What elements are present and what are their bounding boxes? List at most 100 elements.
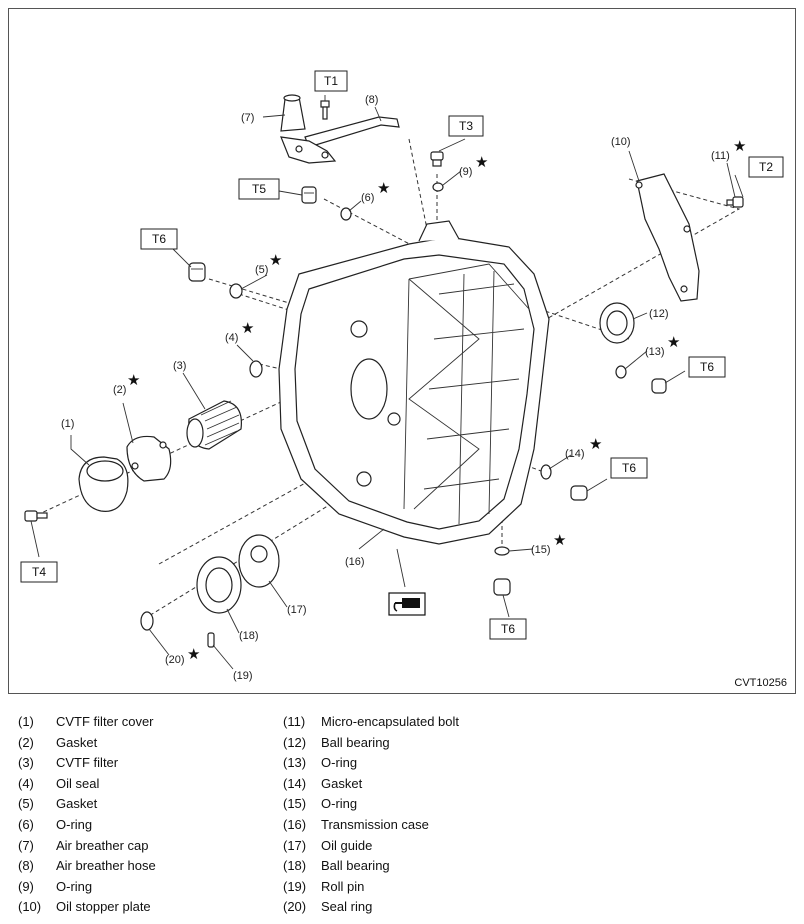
legend-number: (11) — [283, 714, 306, 729]
star-2: ★ — [127, 372, 140, 389]
cvtf-filter-cover — [78, 456, 129, 512]
o-ring-9 — [432, 182, 444, 192]
ball-bearing-12 — [599, 302, 635, 344]
star-13: ★ — [667, 334, 680, 351]
callout-14: (14) — [565, 448, 585, 460]
legend-item: (17)Oil guide — [283, 836, 459, 857]
callout-17: (17) — [287, 604, 307, 616]
air-breather-cap — [280, 94, 306, 132]
legend-name: Seal ring — [321, 899, 373, 915]
legend-column-left: (1)CVTF filter cover (2)Gasket (3) CVTF f… — [18, 712, 156, 918]
legend-name: Air breather hose — [56, 858, 156, 874]
legend-name: O-ring — [56, 878, 93, 894]
legend-number: (1) — [18, 714, 34, 729]
legend-item: (20)Seal ring — [283, 897, 459, 918]
legend-column-right: (11)Micro-encapsulated bolt (12) Ball bea… — [283, 712, 459, 918]
legend-name: O-ring — [56, 816, 93, 832]
torque-label-t1: T1 — [324, 74, 338, 88]
legend-name: Oil guide — [321, 837, 373, 853]
legend-number: (10) — [18, 899, 42, 915]
torque-label-t3: T3 — [459, 119, 473, 133]
legend-item: (2)Gasket — [18, 733, 156, 754]
plug-t3 — [430, 151, 444, 167]
legend-number: (12) — [283, 734, 307, 750]
legend-number: (3) — [18, 755, 34, 771]
star-6: ★ — [377, 180, 390, 197]
gasket-5 — [229, 283, 243, 299]
gasket-2 — [126, 435, 172, 482]
legend-item: (19)Roll pin — [283, 877, 459, 898]
cvtf-filter — [186, 400, 242, 450]
torque-label-t5: T5 — [252, 182, 266, 196]
callout-16: (16) — [345, 556, 365, 568]
torque-box-t1: T1 — [314, 70, 348, 92]
legend-item: (16)Transmission case — [283, 815, 459, 836]
torque-label-t4: T4 — [32, 565, 46, 579]
legend-name: Oil stopper plate — [56, 899, 151, 915]
callout-7: (7) — [241, 112, 254, 124]
legend-number: (7) — [18, 837, 34, 853]
legend-item: (3) CVTF filter — [18, 753, 156, 774]
legend-name: Ball bearing — [321, 734, 390, 750]
o-ring-15 — [494, 546, 510, 556]
legend-name: O-ring — [321, 796, 358, 812]
torque-box-t2: T2 — [748, 156, 784, 178]
legend-item: (10) Oil stopper plate — [18, 897, 156, 918]
transmission-case — [278, 220, 550, 545]
seal-ring — [140, 611, 154, 631]
plug-t6-bottom — [493, 578, 511, 596]
legend-number: (8) — [18, 858, 34, 874]
legend-name: Oil seal — [56, 775, 100, 791]
torque-box-t6-right-upper: T6 — [688, 356, 726, 378]
callout-13: (13) — [645, 346, 665, 358]
legend-name: Transmission case — [321, 816, 429, 832]
torque-label-t6-bottom: T6 — [501, 622, 515, 636]
torque-label-t6-right-lower: T6 — [622, 461, 636, 475]
star-11: ★ — [733, 138, 746, 155]
legend-number: (15) — [283, 796, 307, 812]
torque-box-t4: T4 — [20, 561, 58, 583]
legend-item: (1)CVTF filter cover — [18, 712, 156, 733]
callout-5: (5) — [255, 264, 268, 276]
legend-item: (7)Air breather cap — [18, 836, 156, 857]
legend-number: (14) — [283, 775, 307, 791]
oil-guide — [238, 534, 280, 588]
plug-t5 — [301, 186, 317, 204]
star-14: ★ — [589, 436, 602, 453]
legend-number: (5) — [18, 796, 34, 812]
gasket-14 — [540, 464, 552, 480]
legend-item: (4) Oil seal — [18, 774, 156, 795]
legend-item: (8) Air breather hose — [18, 856, 156, 877]
callout-18: (18) — [239, 630, 259, 642]
callout-9: (9) — [459, 166, 472, 178]
legend-number: (6) — [18, 816, 34, 832]
oil-stopper-plate — [635, 173, 700, 302]
callout-12: (12) — [649, 308, 669, 320]
torque-box-t6-right-lower: T6 — [610, 457, 648, 479]
legend-number: (4) — [18, 775, 34, 791]
torque-label-t6-right-upper: T6 — [700, 360, 714, 374]
callout-11: (11) — [711, 150, 730, 162]
sealant-symbol — [388, 548, 426, 616]
legend-name: Gasket — [321, 775, 363, 791]
oil-seal — [249, 360, 263, 378]
legend-item: (11)Micro-encapsulated bolt — [283, 712, 459, 733]
legend-item: (14) Gasket — [283, 774, 459, 795]
torque-box-t5: T5 — [238, 178, 280, 200]
torque-box-t6-bottom: T6 — [489, 618, 527, 640]
plug-t6-left — [188, 262, 206, 282]
roll-pin — [207, 632, 215, 648]
legend-name: CVTF filter — [56, 755, 119, 771]
legend-item: (9)O-ring — [18, 877, 156, 898]
o-ring-6 — [340, 207, 352, 221]
o-ring-13 — [615, 365, 627, 379]
callout-15: (15) — [531, 544, 551, 556]
star-20: ★ — [187, 646, 200, 663]
torque-label-t6-left: T6 — [152, 232, 166, 246]
legend-name: O-ring — [321, 755, 358, 771]
star-5: ★ — [269, 252, 282, 269]
legend-number: (13) — [283, 755, 307, 771]
callout-6: (6) — [361, 192, 374, 204]
legend-name: Gasket — [56, 796, 98, 812]
exploded-view-diagram: .part { fill: #fff; stroke: #222; stroke… — [20, 70, 784, 682]
